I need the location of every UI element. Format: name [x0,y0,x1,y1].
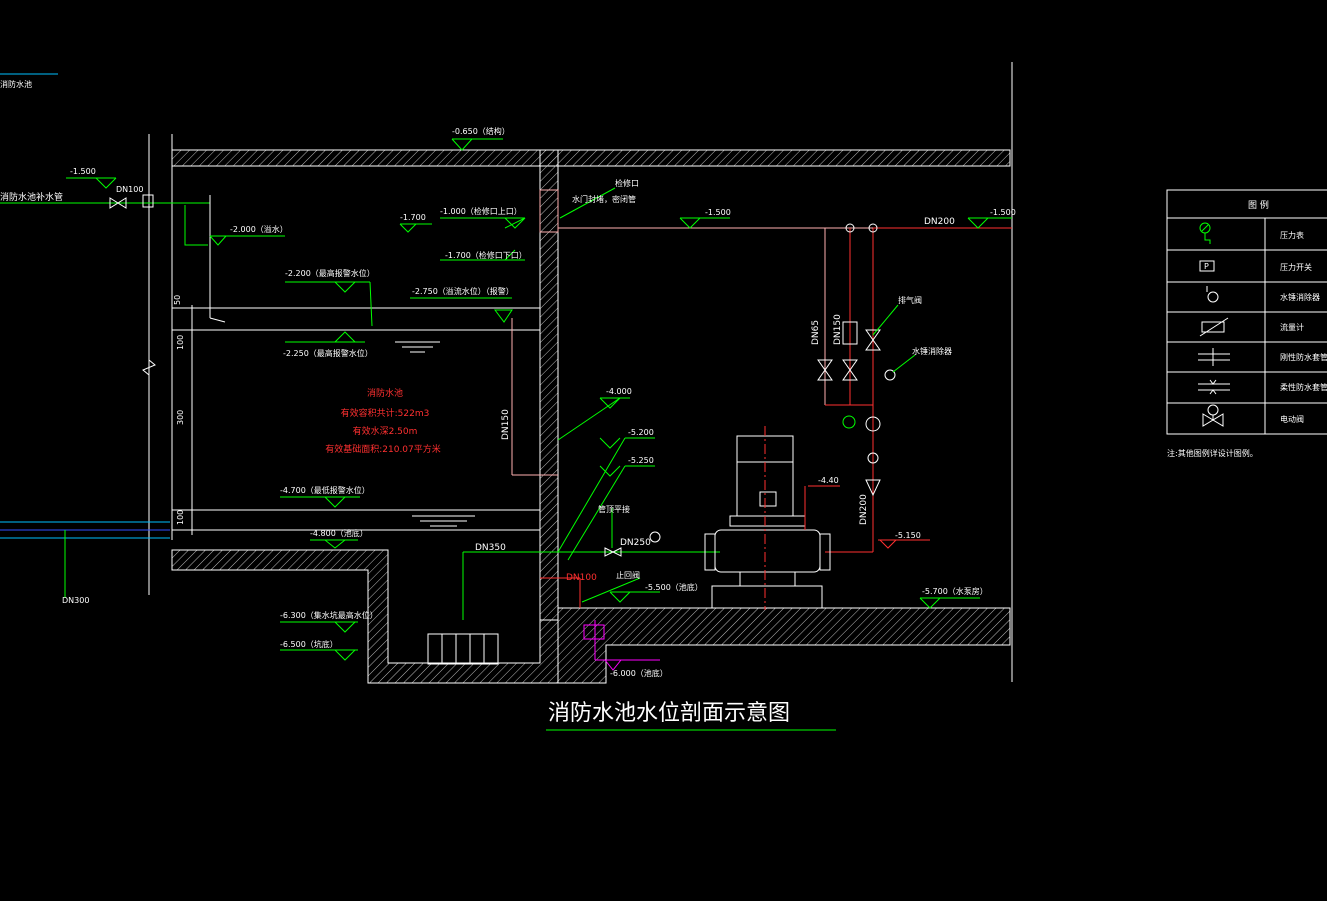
dim-100a: 100 [176,335,185,350]
dn150-right: DN150 [833,314,843,345]
water-hammer-note: 水锤消除器 [912,346,952,356]
dn100-drain: DN100 [566,573,597,583]
elev-1500-left: -1.500 [70,167,96,176]
drawing-title: 消防水池水位剖面示意图 [548,701,790,726]
legend-label-5: 柔性防水套管 [1280,382,1327,392]
pool-name: 消防水池 [367,387,403,399]
water-surface-symbols [395,341,475,527]
waterproof-door: 水门封堵，密闭管 [572,194,636,204]
elev-6000: -6.000（池底） [610,668,668,678]
dn100-inlet: DN100 [116,185,143,194]
labels: -0.650（结构） -1.500 消防水池补水管 DN100 -2.000（溢… [0,126,1016,678]
elev-0650: -0.650（结构） [452,126,510,136]
elev-5700: -5.700（水泵房） [922,586,988,596]
elev-6300: -6.300（集水坑最高水位） [280,610,378,620]
pool-area: 有效基础面积:210.07平方米 [325,443,441,455]
elev-6500: -6.500（坑底） [280,639,338,649]
check-valve-note: 止回阀 [616,570,640,580]
elev-1500-right: -1.500 [990,208,1016,217]
elev-2250: -2.250（最高报警水位） [283,348,373,358]
legend-label-3: 流量计 [1280,322,1304,332]
flow-meter-icon [1199,317,1229,337]
legend-label-1: 压力开关 [1280,262,1312,272]
dn150-vertical: DN150 [501,409,511,440]
legend-title: 图 例 [1248,199,1269,211]
elev-2000: -2.000（溢水） [230,224,288,234]
water-hammer-arrester-icon [1206,286,1219,303]
elev-1700b: -1.700（检修口下口） [445,250,527,260]
fire-pump [704,426,831,610]
legend-switch-letter: P [1204,262,1209,271]
elev-4000: -4.000 [606,387,632,396]
dimension-ticks: 50 100 300 100 [142,295,185,525]
magenta-marker [595,659,660,671]
elev-2750: -2.750（溢流水位）（报警） [412,286,514,296]
elev-5200: -5.200 [628,428,654,437]
legend-label-4: 刚性防水套管 [1280,352,1327,362]
legend-label-6: 电动阀 [1280,414,1304,424]
dn300-label: DN300 [62,596,89,605]
dim-300: 300 [176,410,185,425]
inlet-label: 消防水池补水管 [0,191,63,203]
dn200-top: DN200 [924,217,955,227]
valves [109,194,896,557]
air-valve-note: 排气阀 [898,295,922,305]
corner-label: 消防水池 [0,79,32,89]
dn65-label: DN65 [811,320,821,345]
legend-table: 图 例 压力表 P 压力开关 水锤消除器 流量计 刚性防水套管 [1166,189,1327,458]
pipe-top-flush: 管顶平接 [598,504,630,514]
pool-volume: 有效容积共计:522m3 [341,407,430,419]
dn200-vertical: DN200 [859,494,869,525]
pressure-switch-icon [1199,260,1215,272]
elev-5250: -5.250 [628,456,654,465]
dim-100b: 100 [176,510,185,525]
elevation-markers [66,138,1012,661]
dim-50: 50 [173,295,182,305]
flexible-waterproof-sleeve-icon [1198,379,1230,395]
access-hatch: 检修口 [615,178,639,188]
legend-label-2: 水锤消除器 [1280,292,1320,302]
elev-2200: -2.200（最高报警水位） [285,268,375,278]
pool-depth: 有效水深2.50m [353,425,418,437]
sump-grating [427,633,499,665]
legend-label-0: 压力表 [1280,230,1304,240]
dn250-label: DN250 [620,538,651,548]
red-elevation-markers [804,485,930,549]
pipes [0,189,1012,660]
elev-1700: -1.700 [400,213,426,222]
elev-5150: -5.150 [895,531,921,540]
structure [148,62,1013,684]
rigid-waterproof-sleeve-icon [1198,348,1230,366]
elev-4400: -4.40 [818,476,839,485]
elev-4800: -4.800（池底） [310,528,368,538]
corner-label-group: 消防水池 [0,73,58,89]
elev-5500: -5.500（池底） [645,582,703,592]
drawing-title-group: 消防水池水位剖面示意图 [546,701,836,731]
elev-1000: -1.000（检修口上口） [440,206,522,216]
elev-4700: -4.700（最低报警水位） [280,485,370,495]
dn350-label: DN350 [475,543,506,553]
electric-valve-icon [1202,404,1224,427]
pressure-gauge-icon [1199,222,1211,244]
elev-1500-mid: -1.500 [705,208,731,217]
legend-note: 注:其他图例详设计图例。 [1167,448,1258,458]
